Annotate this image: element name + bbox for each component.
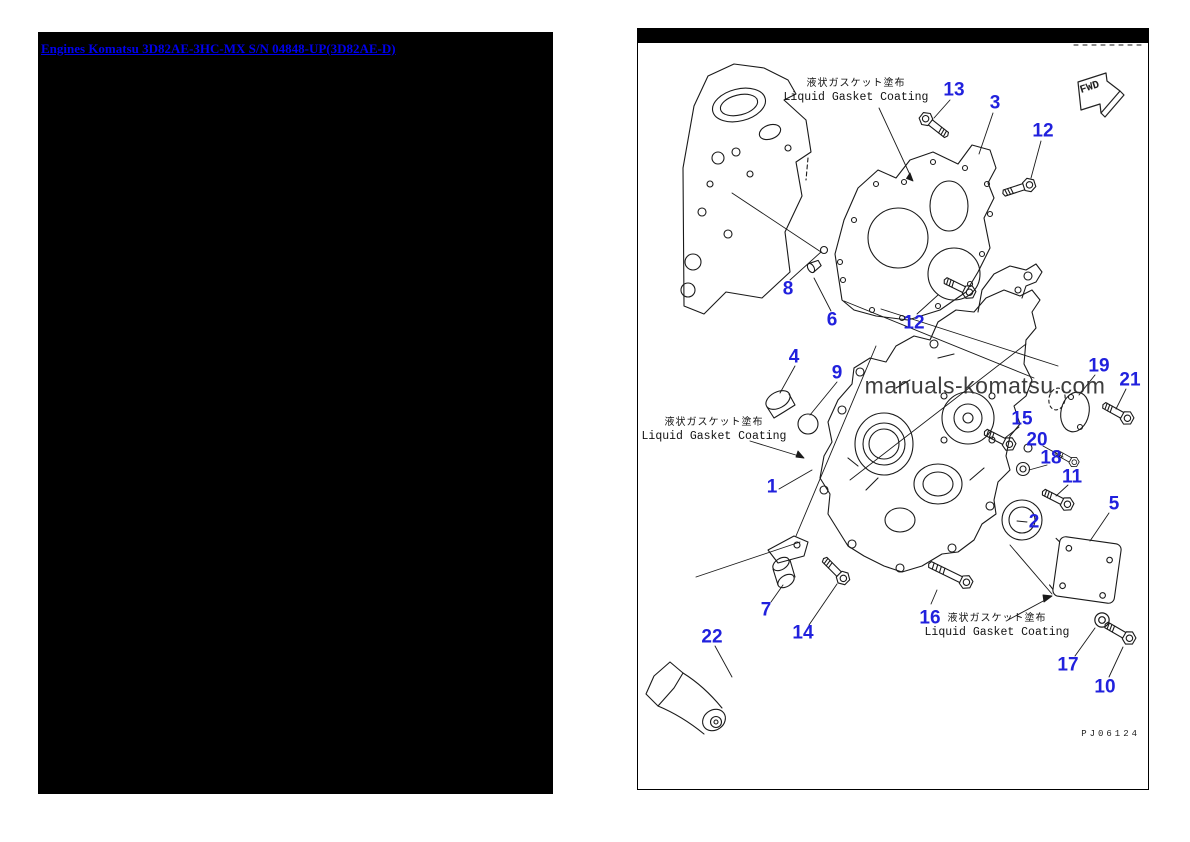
sealant-tube-outline xyxy=(645,661,726,735)
round-cover-outline xyxy=(1048,387,1090,433)
callout-14[interactable]: 14 xyxy=(792,622,814,644)
oil-seal-outline xyxy=(1001,499,1043,541)
fwd-direction-icon: FWD xyxy=(1073,68,1129,124)
gasket-note-bottom-jp: 液状ガスケット塗布 xyxy=(947,614,1047,626)
callout-16[interactable]: 16 xyxy=(919,607,941,629)
gasket-note-top-en: Liquid Gasket Coating xyxy=(783,91,929,105)
gasket-note-left-en: Liquid Gasket Coating xyxy=(641,430,787,444)
leader-lines xyxy=(714,99,1127,678)
callout-13-top[interactable]: 13 xyxy=(943,79,965,101)
callout-3[interactable]: 3 xyxy=(989,92,1001,114)
parts-line-art xyxy=(645,44,1147,735)
diagram-canvas: FWD 液状ガスケット塗布 Liquid Gasket Coating 液状ガス… xyxy=(638,28,1148,788)
callout-17[interactable]: 17 xyxy=(1057,654,1079,676)
callout-21[interactable]: 21 xyxy=(1119,369,1141,391)
gasket-note-arrows xyxy=(749,107,1053,621)
filler-cap-outline xyxy=(765,390,819,435)
left-black-panel: Engines Komatsu 3D82AE-3HC-MX S/N 04848-… xyxy=(38,32,553,794)
gasket-note-top: 液状ガスケット塗布 Liquid Gasket Coating xyxy=(784,79,929,105)
parts-diagram-panel: FWD 液状ガスケット塗布 Liquid Gasket Coating 液状ガス… xyxy=(637,28,1149,790)
gasket-note-left: 液状ガスケット塗布 Liquid Gasket Coating xyxy=(642,418,787,444)
callout-11[interactable]: 11 xyxy=(1061,466,1083,488)
callout-22[interactable]: 22 xyxy=(701,626,723,648)
fwd-arrow-shape xyxy=(1077,72,1121,114)
callout-9[interactable]: 9 xyxy=(831,362,843,384)
callout-12-mid[interactable]: 12 xyxy=(903,312,925,334)
callout-4[interactable]: 4 xyxy=(788,346,800,368)
gasket-note-bottom: 液状ガスケット塗布 Liquid Gasket Coating xyxy=(925,614,1070,640)
gasket-plate-outline xyxy=(806,144,997,322)
diagram-top-bar xyxy=(637,28,1149,43)
watermark-text: manuals-komatsu.com xyxy=(864,372,1106,399)
callout-12-top[interactable]: 12 xyxy=(1032,120,1054,142)
callout-20[interactable]: 20 xyxy=(1026,429,1048,451)
timing-case-outline xyxy=(819,263,1043,573)
callout-8[interactable]: 8 xyxy=(782,278,794,300)
gasket-note-left-jp: 液状ガスケット塗布 xyxy=(664,418,764,430)
callout-7[interactable]: 7 xyxy=(760,599,772,621)
callout-6[interactable]: 6 xyxy=(826,309,838,331)
callout-1[interactable]: 1 xyxy=(766,476,778,498)
gasket-note-top-jp: 液状ガスケット塗布 xyxy=(806,79,906,91)
square-cover-outline xyxy=(1049,536,1122,604)
gasket-note-bottom-en: Liquid Gasket Coating xyxy=(924,626,1070,640)
projection-lines xyxy=(695,300,1059,595)
callout-19[interactable]: 19 xyxy=(1088,355,1110,377)
engine-block-outline xyxy=(680,63,812,315)
callout-15[interactable]: 15 xyxy=(1011,408,1033,430)
callout-10[interactable]: 10 xyxy=(1094,676,1116,698)
engine-model-link[interactable]: Engines Komatsu 3D82AE-3HC-MX S/N 04848-… xyxy=(41,41,396,56)
spacer-outline xyxy=(767,535,809,589)
callout-5[interactable]: 5 xyxy=(1108,493,1120,515)
callout-18[interactable]: 18 xyxy=(1040,447,1062,469)
callout-2[interactable]: 2 xyxy=(1028,511,1040,533)
drawing-code: PJ06124 xyxy=(1081,729,1140,739)
